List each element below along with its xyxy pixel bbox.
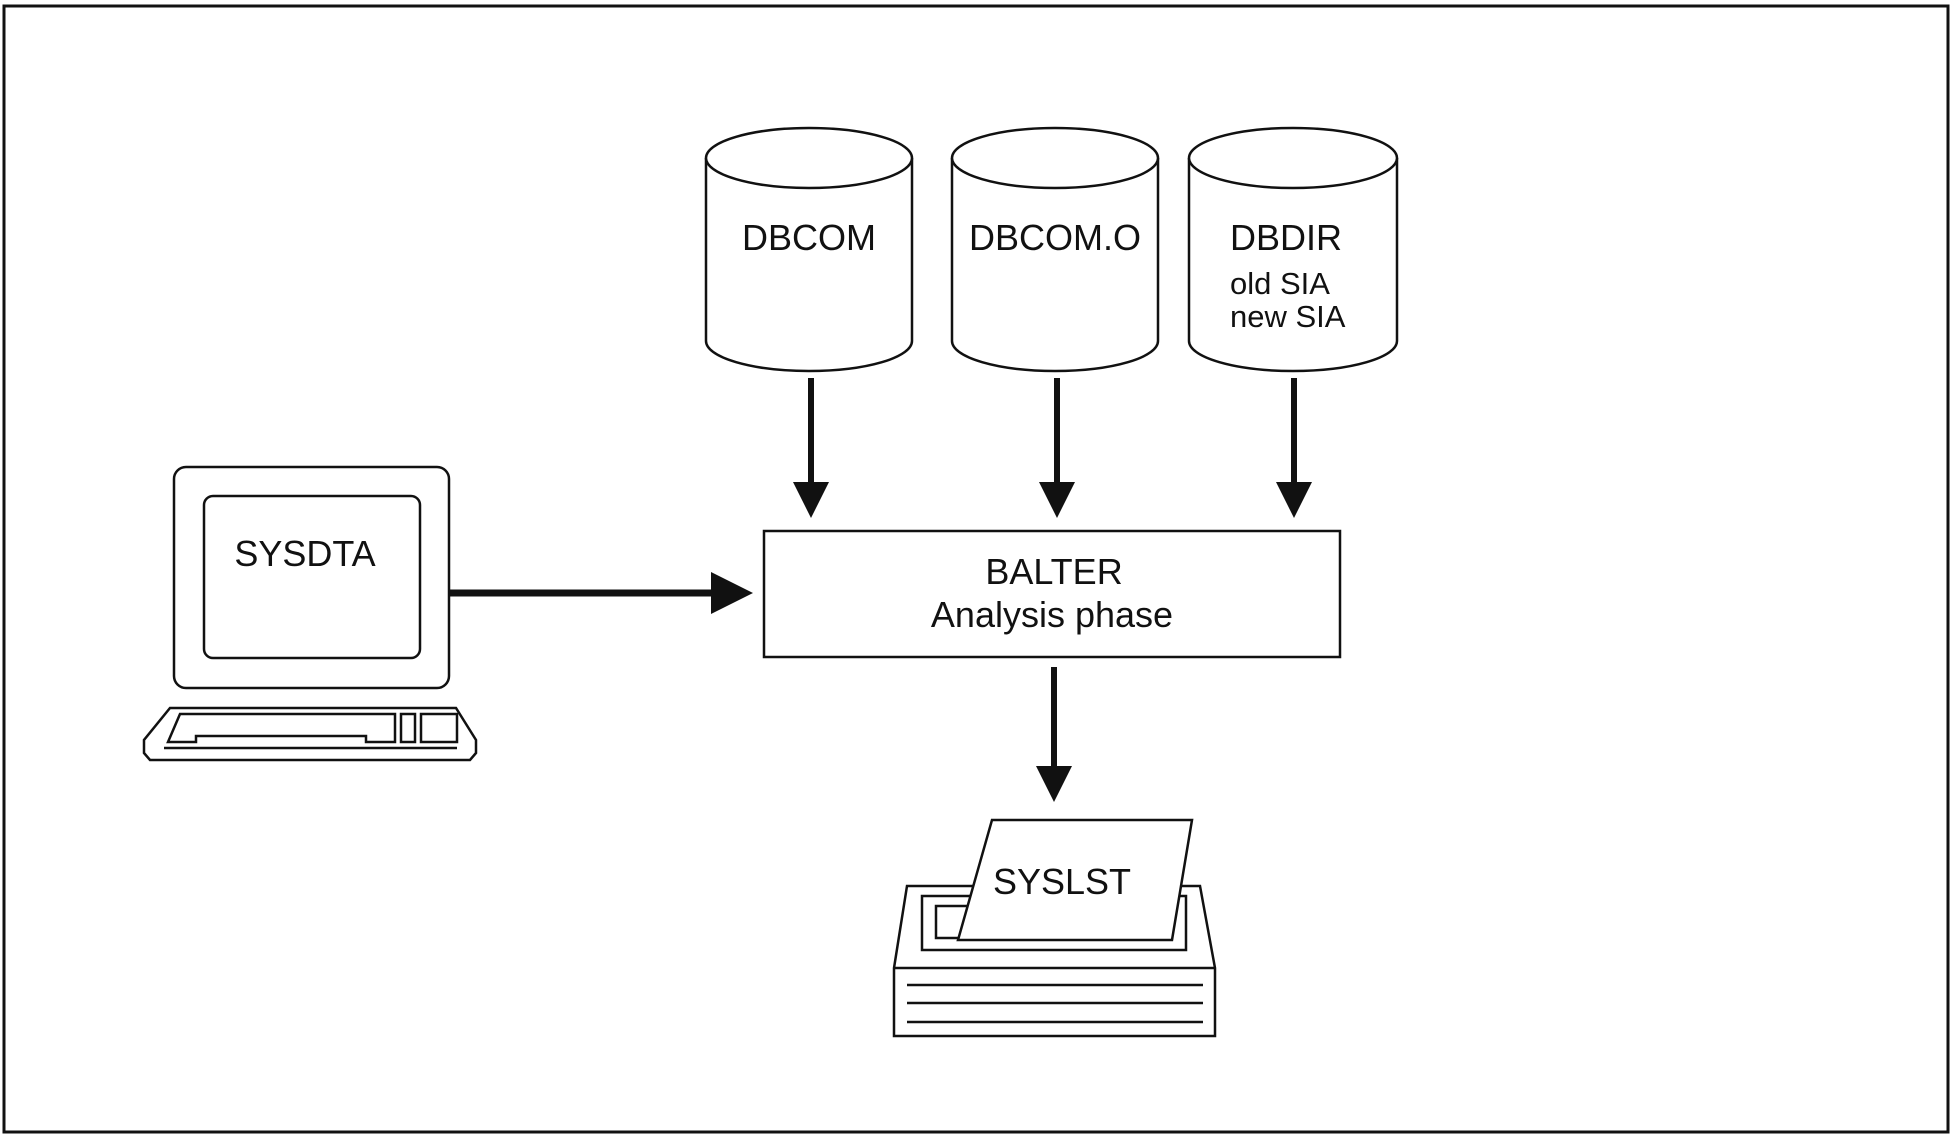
computer-terminal-icon	[142, 465, 478, 762]
database-cylinder-icon	[950, 126, 1160, 373]
process-balter: BALTER Analysis phase	[762, 529, 1342, 659]
database-dbcom-o: DBCOM.O	[950, 126, 1160, 373]
terminal-label: SYSDTA	[234, 533, 375, 574]
figure-frame	[2, 4, 1950, 1134]
database-label: DBCOM.O	[969, 217, 1141, 258]
database-label: DBCOM	[742, 217, 876, 258]
process-subtitle: Analysis phase	[931, 594, 1173, 635]
database-sublabel: old SIA	[1230, 266, 1330, 301]
database-dbdir: DBDIR old SIA new SIA	[1187, 126, 1399, 373]
process-box	[762, 529, 1342, 659]
terminal-sysdta: SYSDTA	[142, 465, 478, 762]
database-label: DBDIR	[1230, 217, 1342, 258]
database-dbcom: DBCOM	[704, 126, 914, 373]
database-cylinder-icon	[704, 126, 914, 373]
printer-icon	[892, 818, 1217, 1038]
printer-syslst: SYSLST	[892, 818, 1217, 1038]
database-sublabel: new SIA	[1230, 299, 1346, 334]
process-title: BALTER	[985, 551, 1122, 592]
printer-label: SYSLST	[993, 861, 1131, 902]
database-cylinder-icon	[1187, 126, 1399, 373]
